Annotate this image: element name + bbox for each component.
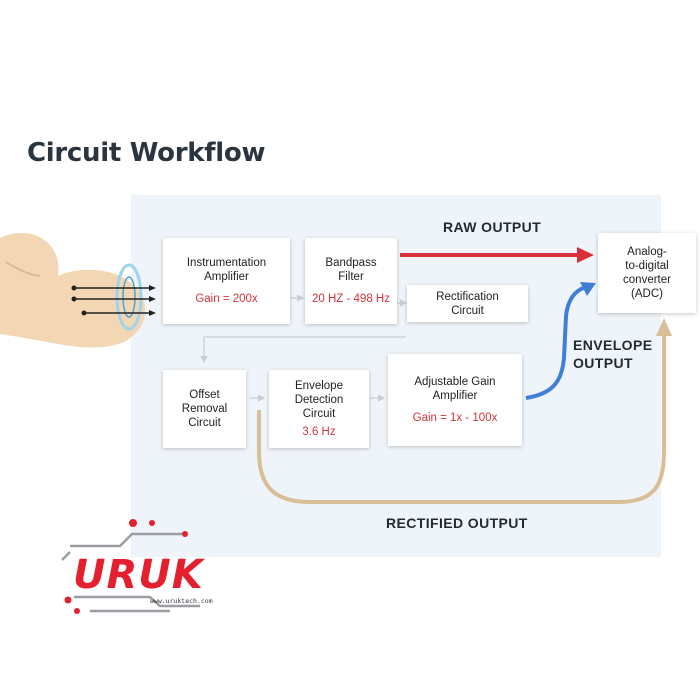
signal-lines — [74, 287, 152, 314]
box-label: Envelope Detection Circuit — [294, 380, 344, 420]
rectified-output-arrow — [257, 334, 666, 504]
rectification-circuit-box: Rectification Circuit — [407, 285, 528, 322]
box-label: Rectification Circuit — [436, 290, 499, 317]
adjustable-gain-amplifier-box: Adjustable Gain Amplifier Gain = 1x - 10… — [388, 354, 522, 446]
envelope-output-label: ENVELOPE OUTPUT — [573, 337, 653, 371]
envelope-output-arrow — [525, 285, 587, 400]
box-label: Offset Removal Circuit — [181, 389, 228, 429]
logo-text: URUK — [73, 552, 206, 598]
page-title: Circuit Workflow — [27, 138, 266, 168]
raw-output-label: RAW OUTPUT — [443, 219, 542, 235]
rectified-output-label: RECTIFIED OUTPUT — [386, 515, 528, 531]
box-label: Instrumentation Amplifier — [186, 257, 267, 283]
instrumentation-amplifier-box: Instrumentation Amplifier Gain = 200x — [163, 238, 290, 324]
arm-icon — [0, 232, 146, 348]
box-label: Adjustable Gain Amplifier — [414, 376, 496, 402]
box-label: Bandpass Filter — [325, 257, 377, 283]
cutoff-value: 3.6 Hz — [302, 426, 336, 438]
circuit-traces-icon — [61, 532, 200, 613]
envelope-detection-circuit-box: Envelope Detection Circuit 3.6 Hz — [269, 370, 369, 448]
logo-url: www.uruktech.com — [150, 597, 213, 605]
offset-removal-circuit-box: Offset Removal Circuit — [163, 370, 246, 448]
gain-value: Gain = 200x — [195, 293, 258, 305]
electrode-ring-icon — [115, 263, 143, 331]
box-label: Analog- to-digital converter (ADC) — [623, 246, 671, 300]
connector-rect-offset — [200, 336, 406, 364]
frequency-range-value: 20 HZ - 498 Hz — [312, 293, 390, 305]
gain-range-value: Gain = 1x - 100x — [412, 412, 498, 424]
bandpass-filter-box: Bandpass Filter 20 HZ - 498 Hz — [305, 238, 397, 324]
adc-box: Analog- to-digital converter (ADC) — [598, 233, 696, 313]
